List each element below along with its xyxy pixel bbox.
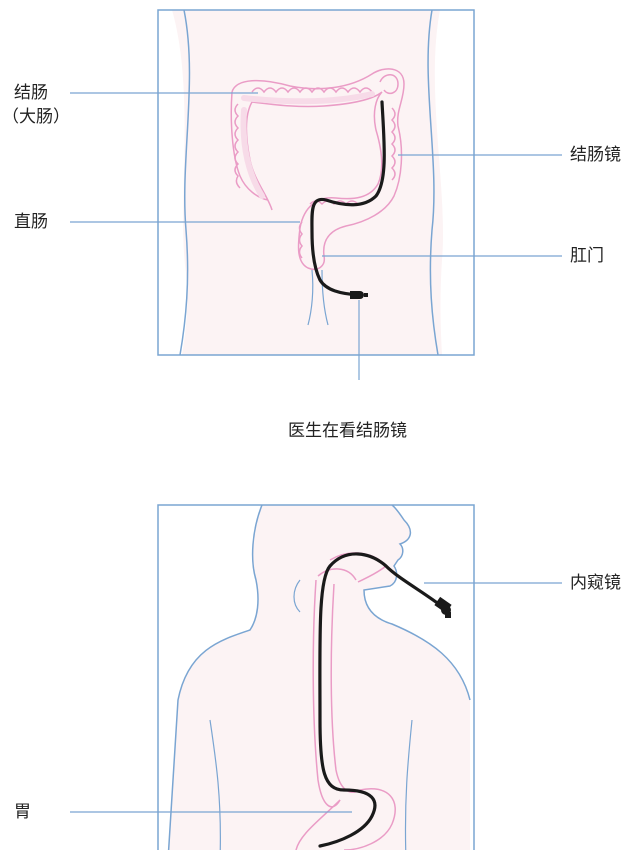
label-endoscope: 内窥镜 <box>570 572 621 594</box>
label-colon: 结肠 <box>14 82 48 104</box>
endoscope-handle <box>434 597 451 618</box>
colonoscopy-panel <box>70 10 562 380</box>
label-stomach: 胃 <box>14 801 31 823</box>
caption-colonoscopy: 医生在看结肠镜 <box>288 420 407 442</box>
label-colon-alias: （大肠） <box>2 106 70 128</box>
label-anus: 肛门 <box>570 245 604 267</box>
label-rectum: 直肠 <box>14 211 48 233</box>
gastroscopy-panel <box>70 505 562 850</box>
label-colonoscope: 结肠镜 <box>570 144 621 166</box>
abdomen-body <box>172 10 443 355</box>
